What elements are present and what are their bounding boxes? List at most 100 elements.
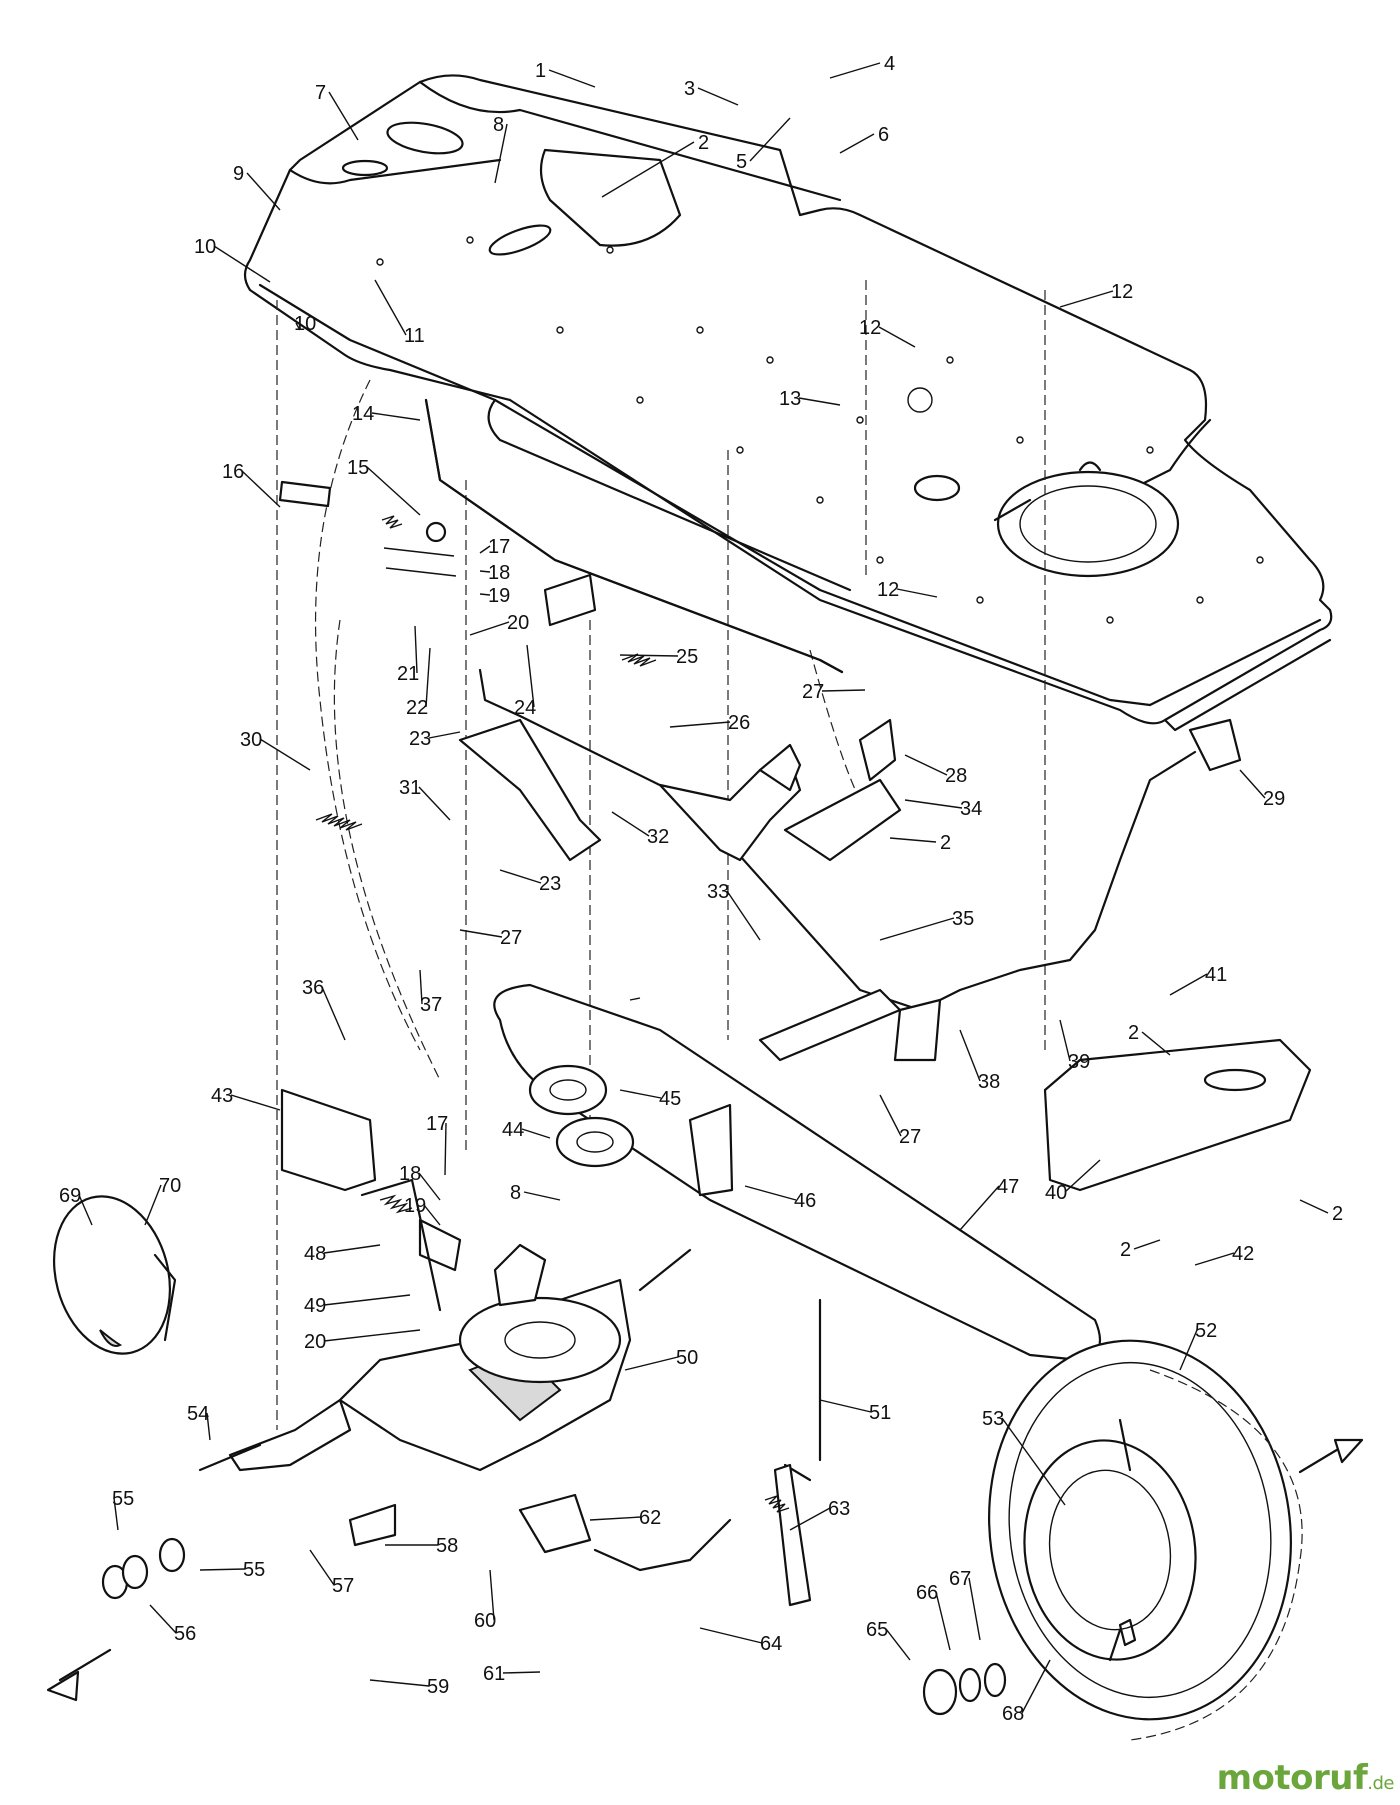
pedal-rod: [918, 750, 1197, 1012]
callout-60: 60: [474, 1610, 496, 1632]
callout-leader-27: [879, 1094, 902, 1137]
callout-69: 69: [59, 1185, 81, 1207]
callout-20: 20: [304, 1331, 326, 1353]
callout-leader-36: [321, 986, 346, 1041]
brand-name: motoruf: [1216, 1758, 1368, 1798]
callout-leader-24: [526, 644, 535, 708]
callout-12: 12: [859, 317, 881, 339]
callout-leader-66: [935, 1591, 951, 1651]
callout-leader-26: [669, 721, 731, 728]
callout-56: 56: [174, 1623, 196, 1645]
callout-9: 9: [233, 163, 244, 185]
callout-leader-55: [113, 1497, 119, 1531]
callout-leader-48: [323, 1244, 381, 1254]
callout-21: 21: [397, 663, 419, 685]
callout-10: 10: [194, 236, 216, 258]
callout-leader-5: [749, 117, 791, 162]
callout-leader-63: [789, 1507, 831, 1531]
callout-leader-19: [423, 1204, 441, 1226]
callout-27: 27: [899, 1126, 921, 1148]
callout-30: 30: [240, 729, 262, 751]
callout-2: 2: [940, 832, 951, 854]
callout-leader-68: [1021, 1659, 1051, 1714]
callout-27: 27: [500, 927, 522, 949]
callout-leader-17: [444, 1122, 447, 1176]
callout-leader-41: [1169, 973, 1208, 996]
callout-28: 28: [945, 765, 967, 787]
callout-leader-69: [78, 1194, 93, 1226]
callout-35: 35: [952, 908, 974, 930]
callout-58: 58: [436, 1535, 458, 1557]
callout-leader-23: [428, 731, 461, 739]
callout-5: 5: [736, 151, 747, 173]
callout-leader-6: [839, 133, 875, 154]
callout-22: 22: [406, 697, 428, 719]
callout-leader-8: [523, 1191, 561, 1201]
callout-leader-31: [418, 786, 451, 821]
callout-leader-2: [1299, 1199, 1329, 1214]
callout-15: 15: [347, 457, 369, 479]
callout-2: 2: [1128, 1022, 1139, 1044]
callout-leader-16: [241, 470, 281, 508]
callout-leader-19: [479, 593, 491, 596]
callout-leader-2: [1141, 1031, 1171, 1056]
hardware: [46, 1438, 1364, 1716]
callout-4: 4: [884, 53, 895, 75]
callout-leader-18: [418, 1172, 441, 1201]
callout-leader-3: [697, 87, 739, 106]
callout-17: 17: [488, 536, 510, 558]
callout-68: 68: [1002, 1703, 1024, 1725]
callout-32: 32: [647, 826, 669, 848]
callout-8: 8: [510, 1182, 521, 1204]
callout-leader-54: [206, 1412, 211, 1441]
callout-leader-13: [798, 397, 841, 406]
callout-leader-53: [1001, 1417, 1066, 1506]
callout-leader-44: [521, 1128, 551, 1139]
callout-36: 36: [302, 977, 324, 999]
callout-70: 70: [159, 1175, 181, 1197]
callout-18: 18: [399, 1163, 421, 1185]
callout-leader-11: [374, 279, 407, 336]
callout-12: 12: [1111, 281, 1133, 303]
callout-leader-27: [459, 929, 503, 938]
callout-20: 20: [507, 612, 529, 634]
callout-50: 50: [676, 1347, 698, 1369]
callout-leader-2: [889, 837, 937, 843]
callout-leader-42: [1194, 1252, 1235, 1266]
callout-55: 55: [243, 1559, 265, 1581]
callout-67: 67: [949, 1568, 971, 1590]
callout-63: 63: [828, 1498, 850, 1520]
callout-leader-57: [309, 1549, 335, 1586]
callout-leader-12: [878, 326, 916, 348]
callout-leader-39: [1059, 1019, 1071, 1062]
callout-leader-52: [1179, 1329, 1198, 1371]
callout-66: 66: [916, 1582, 938, 1604]
callout-53: 53: [982, 1408, 1004, 1430]
callout-6: 6: [878, 124, 889, 146]
callout-leader-27: [821, 689, 866, 692]
callout-leader-32: [611, 811, 650, 837]
callout-57: 57: [332, 1575, 354, 1597]
callout-23: 23: [409, 728, 431, 750]
callout-65: 65: [866, 1619, 888, 1641]
callout-leader-43: [230, 1094, 281, 1111]
callout-38: 38: [978, 1071, 1000, 1093]
callout-52: 52: [1195, 1320, 1217, 1342]
callout-48: 48: [304, 1243, 326, 1265]
callout-62: 62: [639, 1507, 661, 1529]
callout-leader-34: [904, 799, 963, 809]
hub-cap: [52, 1195, 177, 1355]
callout-37: 37: [420, 994, 442, 1016]
chassis-frame: [243, 74, 1333, 732]
callout-18: 18: [488, 562, 510, 584]
callout-1: 1: [535, 60, 546, 82]
callout-leader-40: [1064, 1159, 1101, 1193]
callout-leader-49: [323, 1294, 411, 1306]
callout-leader-9: [246, 172, 281, 211]
callout-leader-15: [366, 466, 421, 516]
callout-41: 41: [1205, 964, 1227, 986]
pedal-assembly: [478, 668, 922, 1012]
callout-leader-56: [149, 1604, 177, 1634]
